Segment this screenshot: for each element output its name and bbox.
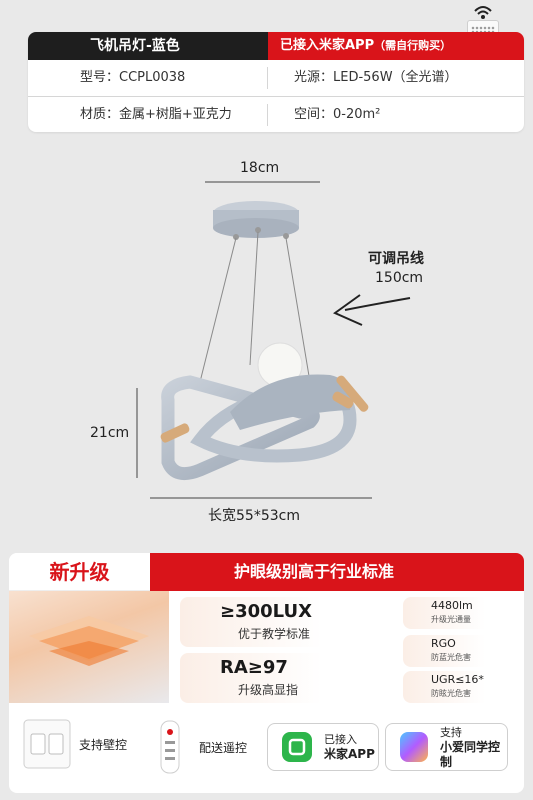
cable-length: 150cm: [375, 270, 424, 286]
xiaoai-text: 支持小爱同学控制: [440, 725, 507, 770]
spec-model: 型号：CCPL0038: [28, 67, 268, 89]
top-width-label: 18cm: [240, 160, 280, 176]
tag-lumen-desc: 升级光通量: [431, 615, 471, 624]
wall-control: 支持壁控: [23, 719, 127, 769]
spec-divider: [28, 96, 524, 97]
mijia-text: 已接入米家APP: [324, 732, 375, 762]
remote-icon: [160, 720, 180, 774]
tag-rgo-desc: 防蓝光危害: [431, 653, 471, 662]
mijia-line1: 已接入: [324, 733, 357, 746]
mijia-line2: 米家APP: [324, 747, 375, 761]
cable-mid: [249, 231, 259, 366]
xiaoai-icon: [400, 732, 428, 762]
wall-switch-icon: [23, 719, 71, 769]
mijia-badge: 已接入米家APP: [267, 723, 379, 771]
product-name: 飞机吊灯-蓝色: [28, 32, 268, 60]
cable-left: [199, 237, 237, 383]
upgrade-product-image: [9, 591, 169, 703]
airplane-body: [230, 374, 351, 430]
cable-label: 可调吊线: [368, 251, 424, 267]
upgrade-banner: 护眼级别高于行业标准: [150, 553, 524, 591]
height-label: 21cm: [90, 425, 130, 441]
xiaoai-line2: 小爱同学控制: [439, 739, 500, 769]
app-note: 已接入米家APP（需自行购买）: [268, 32, 524, 60]
mijia-icon: [282, 732, 312, 762]
lamp-illustration: [136, 181, 411, 499]
stat-lux: ≥300LUX 优于教学标准: [180, 597, 383, 647]
remote-control: 配送遥控: [159, 719, 247, 775]
wifi-icon: [474, 6, 492, 19]
tag-ugr-value: UGR≤16*: [431, 673, 484, 686]
tag-ugr-desc: 防眩光危害: [431, 689, 471, 698]
wall-control-label: 支持壁控: [79, 737, 128, 752]
remote-control-label: 配送遥控: [199, 740, 248, 755]
upgrade-title: 新升级: [9, 553, 150, 591]
spec-card: 飞机吊灯-蓝色 已接入米家APP（需自行购买） 型号：CCPL0038 光源：L…: [28, 32, 524, 132]
stat-ra-value: RA≥97: [220, 657, 288, 678]
cable-right: [285, 237, 311, 383]
tag-lumen-value: 4480lm: [431, 599, 473, 612]
stat-ra-desc: 升级高显指: [238, 683, 299, 697]
stat-lux-desc: 优于教学标准: [238, 627, 311, 641]
stat-lux-value: ≥300LUX: [220, 601, 312, 622]
cable-arrow: [344, 297, 411, 311]
tag-lumen: 4480lm 升级光通量: [403, 597, 506, 629]
spec-light-source: 光源：LED-56W（全光谱）: [294, 70, 458, 85]
tail-wood: [160, 423, 190, 443]
xiaoai-badge: 支持小爱同学控制: [385, 723, 508, 771]
airplane-ring-1: [161, 375, 320, 481]
tag-ugr: UGR≤16* 防眩光危害: [403, 671, 506, 703]
stat-ra: RA≥97 升级高显指: [180, 653, 383, 703]
upgrade-section: 新升级 护眼级别高于行业标准 ≥300LUX 优于教学标准 RA≥97 升级高显…: [9, 553, 524, 793]
tag-rgo: RGO 防蓝光危害: [403, 635, 506, 667]
app-note-main: 已接入米家APP: [280, 38, 375, 53]
xiaoai-line1: 支持: [439, 725, 462, 739]
tag-rgo-value: RGO: [431, 637, 456, 650]
app-note-small: （需自行购买）: [374, 39, 452, 52]
spec-material: 材质：金属+树脂+亚克力: [28, 104, 268, 126]
spec-space: 空间：0-20m²: [294, 107, 381, 122]
propeller: [336, 375, 369, 412]
length-width-label: 长宽55*53cm: [208, 508, 300, 524]
